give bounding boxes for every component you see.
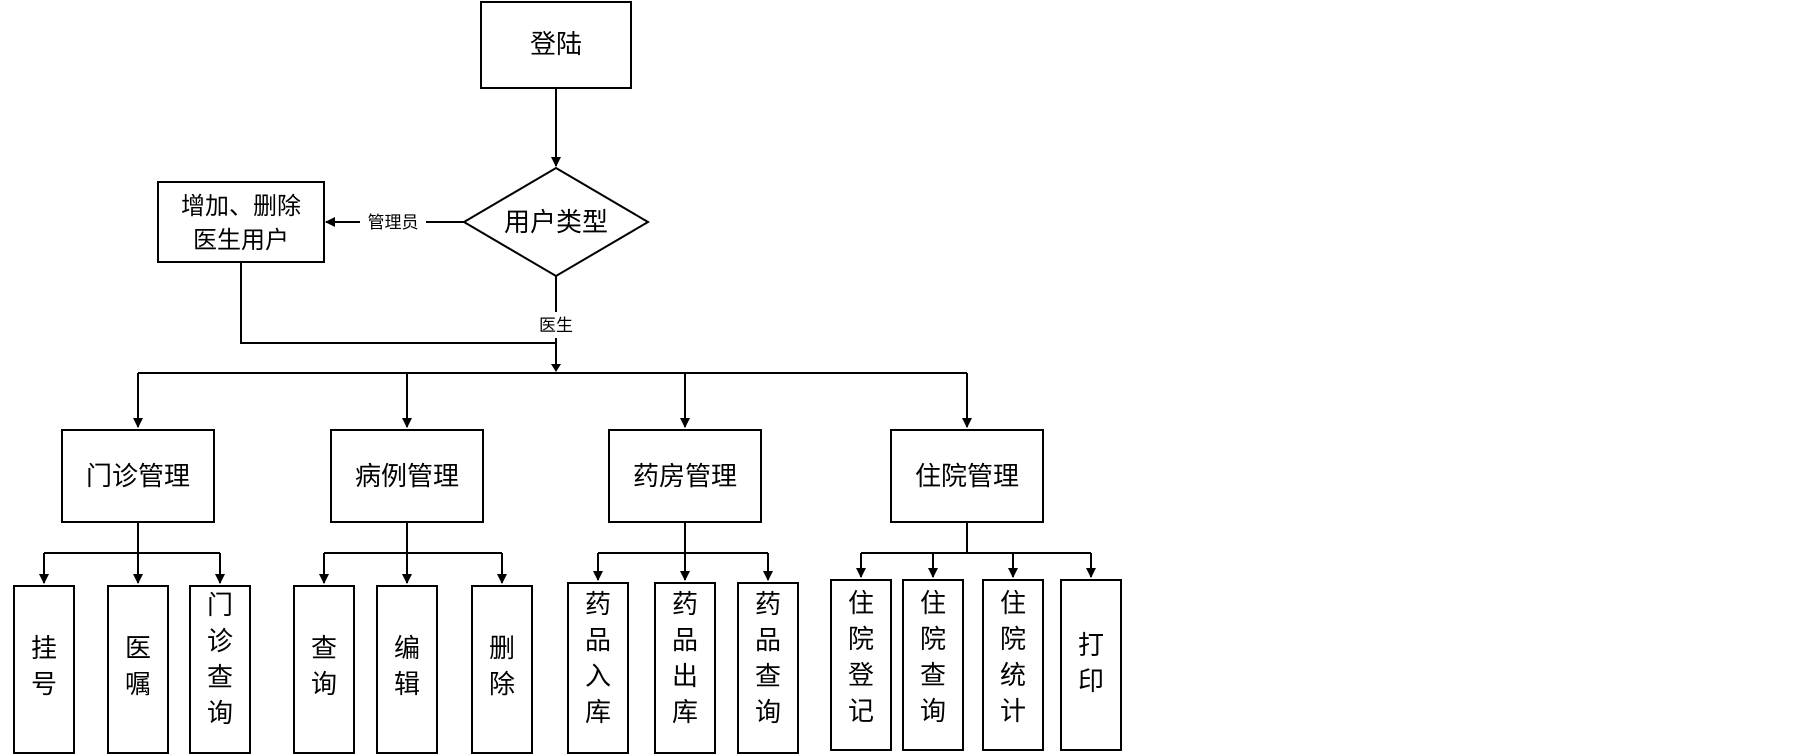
leaf-ip-stats-c3: 统 (1000, 661, 1026, 691)
leaf-orders-c2: 嘱 (125, 670, 151, 700)
leaf-drug-in-c1: 药 (585, 590, 611, 620)
leaf-ip-register-c3: 登 (848, 661, 874, 691)
admin-action-line2: 医生用户 (193, 226, 289, 254)
leaf-register-box (13, 585, 75, 754)
leaf-case-query-box (293, 585, 355, 754)
leaf-case-delete-box (471, 585, 533, 754)
leaf-ip-stats-c2: 院 (1000, 625, 1026, 655)
leaf-case-query-c1: 查 (311, 634, 337, 664)
arrowhead-merge (551, 364, 561, 372)
leaf-case-edit-box (376, 585, 438, 754)
leaf-ip-query-c3: 查 (920, 661, 946, 691)
leaf-ip-query-c1: 住 (920, 589, 946, 619)
leaf-ip-register-box (830, 579, 892, 751)
pharmacy-label: 药房管理 (633, 462, 737, 492)
leaf-op-query-c3: 查 (207, 663, 233, 693)
leaf-drug-in-box (567, 582, 629, 754)
case-box (330, 429, 484, 523)
edge-label-admin: 管理员 (368, 213, 419, 233)
leaf-case-edit-c2: 辑 (394, 670, 420, 700)
leaf-register-c2: 号 (31, 670, 57, 700)
leaf-drug-out-c4: 库 (672, 698, 698, 728)
login-label: 登陆 (530, 30, 582, 60)
leaf-drug-out-c2: 品 (672, 626, 698, 656)
leaf-drug-query-box (737, 582, 799, 754)
inpatient-label: 住院管理 (915, 462, 1019, 492)
leaf-op-query-box (189, 585, 251, 754)
pharmacy-box (608, 429, 762, 523)
leaf-drug-in-c4: 库 (585, 698, 611, 728)
leaf-print-c1: 打 (1078, 631, 1104, 661)
leaf-drug-out-box (654, 582, 716, 754)
user-type-label: 用户类型 (504, 208, 608, 238)
leaf-drug-in-c2: 品 (585, 626, 611, 656)
leaf-print-c2: 印 (1078, 667, 1104, 697)
leaf-ip-register-c1: 住 (848, 589, 874, 619)
leaf-case-delete-c1: 删 (489, 634, 515, 664)
leaf-print-box (1060, 579, 1122, 751)
leaf-ip-stats-c4: 计 (1000, 697, 1026, 727)
leaf-ip-stats-box (982, 579, 1044, 751)
leaf-case-edit-c1: 编 (394, 634, 420, 664)
leaf-case-delete-c2: 除 (489, 670, 515, 700)
leaf-drug-out-c3: 出 (672, 662, 698, 692)
case-label: 病例管理 (355, 462, 459, 492)
leaf-orders-c1: 医 (125, 634, 151, 664)
leaf-orders-box (107, 585, 169, 754)
leaf-ip-stats-c1: 住 (1000, 589, 1026, 619)
leaf-op-query-c2: 诊 (207, 627, 233, 657)
edge-label-doctor: 医生 (539, 316, 573, 336)
leaf-ip-query-box (902, 579, 964, 751)
connector-admin-to-main (240, 262, 556, 344)
leaf-drug-query-c4: 询 (755, 698, 781, 728)
admin-label-bg (360, 210, 426, 234)
leaf-drug-in-c3: 入 (585, 662, 611, 692)
leaf-drug-query-c1: 药 (755, 590, 781, 620)
outpatient-label: 门诊管理 (86, 462, 190, 492)
leaf-drug-query-c3: 查 (755, 662, 781, 692)
outpatient-box (61, 429, 215, 523)
admin-action-line1: 增加、删除 (181, 192, 301, 220)
inpatient-box (890, 429, 1044, 523)
leaf-case-query-c2: 询 (311, 670, 337, 700)
leaf-register-c1: 挂 (31, 634, 57, 664)
leaf-ip-query-c2: 院 (920, 625, 946, 655)
leaf-drug-out-c1: 药 (672, 590, 698, 620)
login-box (480, 1, 632, 89)
leaf-ip-register-c4: 记 (848, 697, 874, 727)
leaf-op-query-c1: 门 (207, 591, 233, 621)
admin-action-box (157, 181, 325, 263)
leaf-ip-query-c4: 询 (920, 697, 946, 727)
leaf-op-query-c4: 询 (207, 699, 233, 729)
leaf-ip-register-c2: 院 (848, 625, 874, 655)
leaf-drug-query-c2: 品 (755, 626, 781, 656)
doctor-label-bg (526, 312, 586, 338)
